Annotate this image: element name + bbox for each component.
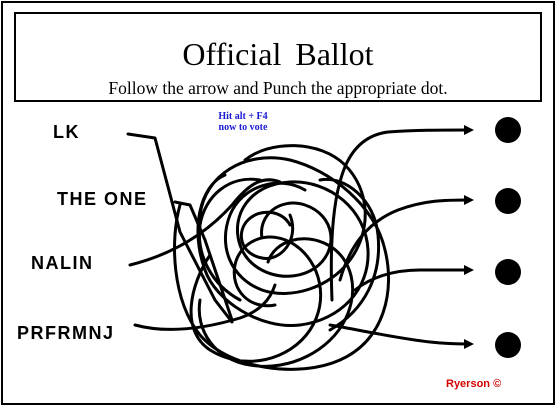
candidate-label-lk: LK bbox=[53, 122, 80, 142]
line-from-lk bbox=[126, 132, 234, 324]
punch-dot-nalin[interactable] bbox=[495, 259, 521, 285]
arrow-nalin bbox=[353, 265, 474, 292]
vote-hint: Hit alt + F4 now to vote bbox=[208, 111, 278, 133]
arrow-lk bbox=[329, 125, 474, 302]
credit-text: Ryerson © bbox=[446, 378, 502, 390]
line-from-prfrmnj bbox=[133, 283, 277, 331]
arrow-prfrmnj bbox=[328, 323, 474, 349]
ballot-instructions: Follow the arrow and Punch the appropria… bbox=[108, 78, 448, 98]
punch-dot-lk[interactable] bbox=[495, 117, 521, 143]
line-from-the-one bbox=[173, 200, 234, 322]
scribble-tangle bbox=[173, 144, 391, 371]
vote-hint-line-2: now to vote bbox=[218, 122, 268, 133]
candidate-label-the-one: THE ONE bbox=[57, 189, 148, 209]
arrow-the-one bbox=[338, 195, 474, 282]
ballot-title: Official Ballot bbox=[182, 36, 374, 72]
punch-dot-prfrmnj[interactable] bbox=[495, 332, 521, 358]
line-from-nalin bbox=[128, 178, 282, 267]
vote-hint-line-1: Hit alt + F4 bbox=[218, 111, 268, 122]
punch-dot-the-one[interactable] bbox=[495, 188, 521, 214]
candidate-label-prfrmnj: PRFRMNJ bbox=[17, 323, 115, 343]
ballot-header: Official Ballot Follow the arrow and Pun… bbox=[14, 12, 542, 102]
candidate-label-nalin: NALIN bbox=[31, 253, 94, 273]
